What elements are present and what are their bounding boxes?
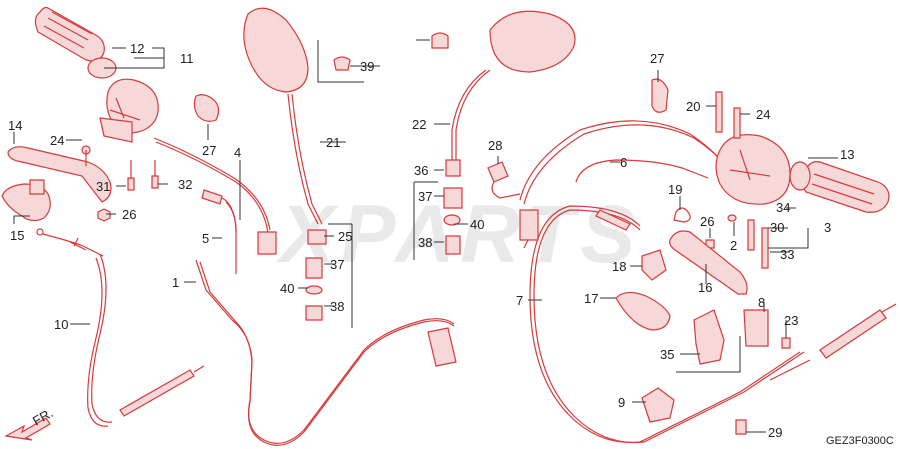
callout-9: 9: [618, 395, 625, 410]
diagram-code: GEZ3F0300C: [826, 435, 894, 447]
callout-38-left: 38: [330, 299, 344, 314]
callout-27: 27: [202, 143, 216, 158]
callout-10: 10: [54, 317, 68, 332]
mirror-hardware-right: [443, 159, 463, 255]
cable-10: [36, 228, 205, 427]
right-mirror: [451, 10, 576, 160]
wire-4: [153, 137, 277, 255]
callout-28: 28: [488, 138, 502, 153]
callout-18: 18: [612, 259, 626, 274]
callout-13: 13: [840, 147, 854, 162]
callout-22: 22: [412, 117, 426, 132]
callout-11: 11: [180, 51, 194, 66]
callout-12: 12: [130, 41, 144, 56]
callout-40-right: 40: [470, 217, 484, 232]
callout-17: 17: [584, 291, 598, 306]
left-mirror: [243, 7, 323, 225]
callout-40-left: 40: [280, 281, 294, 296]
callout-14: 14: [8, 118, 22, 133]
callout-36: 36: [414, 163, 428, 178]
front-arrow: FR.: [4, 405, 56, 441]
mirror-clamp: [1, 179, 51, 222]
bracket-8: [743, 309, 769, 347]
cap-39: [333, 56, 351, 71]
bracket-35: [693, 309, 725, 365]
callout-37-right: 37: [418, 189, 432, 204]
left-switch-housing: [99, 78, 159, 143]
left-grip: [34, 6, 117, 79]
bracket-39: [317, 40, 364, 83]
switch-wire-5: [201, 189, 237, 274]
bracket-18: [641, 249, 667, 281]
right-switch-housing: [715, 134, 791, 205]
callout-8: 8: [758, 295, 765, 310]
bracket-9: [641, 387, 675, 423]
callout-29: 29: [768, 425, 782, 440]
callout-23: 23: [784, 313, 798, 328]
callout-7: 7: [516, 293, 523, 308]
callout-3: 3: [824, 220, 831, 235]
callout-2: 2: [730, 238, 737, 253]
callout-15: 15: [10, 228, 24, 243]
callout-24-right: 24: [756, 107, 770, 122]
callout-31: 31: [96, 179, 110, 194]
front-brake-cable: [769, 303, 897, 381]
callout-labels: 12 11 14 24 31 32 26 15 10 1 5 4 27 21 3…: [8, 41, 894, 447]
bracket-right: [413, 181, 438, 260]
wiring-6: [519, 120, 735, 249]
clip-27: [193, 94, 220, 122]
right-grip: [789, 161, 890, 213]
connector-28: [487, 161, 521, 199]
callout-35: 35: [660, 347, 674, 362]
callout-1: 1: [172, 275, 179, 290]
callout-19: 19: [668, 182, 682, 197]
callout-26-right: 26: [700, 214, 714, 229]
clip-27-right: [651, 78, 669, 113]
callout-24: 24: [50, 133, 64, 148]
callout-33: 33: [780, 247, 794, 262]
spring-19: [673, 207, 691, 223]
bracket-35-box: [676, 336, 741, 373]
right-brake-lever: [669, 230, 748, 295]
callout-34: 34: [776, 200, 790, 215]
callout-32: 32: [178, 177, 192, 192]
callout-26: 26: [122, 207, 136, 222]
mirror-hardware-left: [305, 229, 327, 321]
bracket-37-38: [328, 223, 353, 328]
callout-30: 30: [770, 220, 784, 235]
callout-39-left: 39: [360, 59, 374, 74]
callout-4: 4: [234, 145, 241, 160]
callout-38-right: 38: [418, 235, 432, 250]
callout-5: 5: [202, 231, 209, 246]
left-brake-lever: [7, 145, 112, 203]
cap-39-right: [431, 32, 449, 49]
leader-lines: [13, 39, 838, 433]
callout-20: 20: [686, 99, 700, 114]
callout-16: 16: [698, 280, 712, 295]
clutch-cable-1: [195, 259, 457, 446]
bolts-left: [97, 160, 159, 222]
cable-7: [529, 205, 805, 444]
part-17: [615, 291, 671, 331]
bolts-right: [715, 91, 769, 269]
callout-27-right: 27: [650, 51, 664, 66]
bolt-23: [781, 337, 791, 349]
callout-6: 6: [620, 155, 627, 170]
callout-21: 21: [326, 135, 340, 150]
callout-25: 25: [338, 229, 352, 244]
bolt-29: [735, 419, 747, 435]
callout-37-left: 37: [330, 257, 344, 272]
